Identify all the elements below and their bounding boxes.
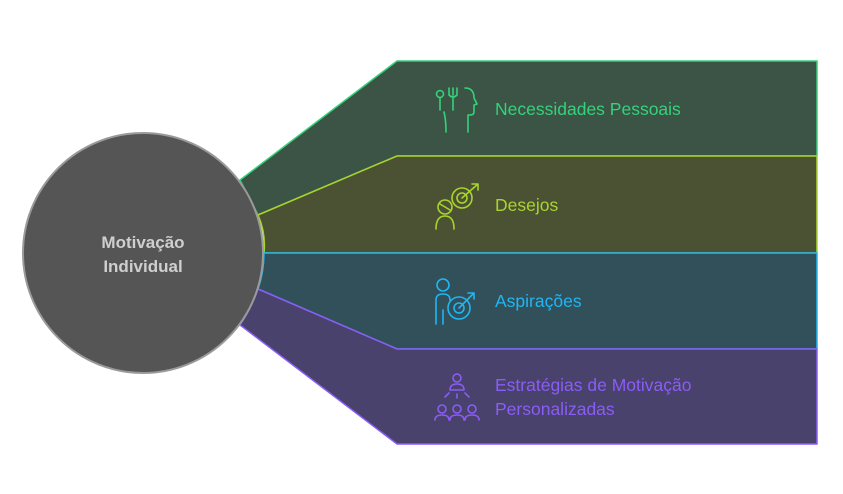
branch-necessidades: Necessidades Pessoais: [239, 60, 818, 216]
branch-label: Aspirações: [495, 291, 582, 311]
center-node: Motivação Individual: [22, 132, 264, 374]
person-dart-icon: [435, 278, 475, 325]
head-needs-icon: [435, 87, 478, 133]
center-circle: [22, 132, 264, 374]
branch-label-line2: Personalizadas: [495, 399, 615, 419]
branch-shape: [257, 155, 818, 254]
group-strategy-icon: [434, 373, 480, 421]
branch-estrategias: Estratégias de Motivação Personalizadas: [238, 287, 818, 445]
person-target-icon: [435, 183, 479, 230]
center-label-line1: Motivação: [101, 233, 184, 252]
branch-label: Necessidades Pessoais: [495, 99, 681, 119]
branch-desejos: Desejos: [257, 155, 818, 254]
branch-label-line1: Estratégias de Motivação: [495, 375, 692, 395]
branch-label: Desejos: [495, 195, 558, 215]
center-label-line2: Individual: [103, 257, 182, 276]
